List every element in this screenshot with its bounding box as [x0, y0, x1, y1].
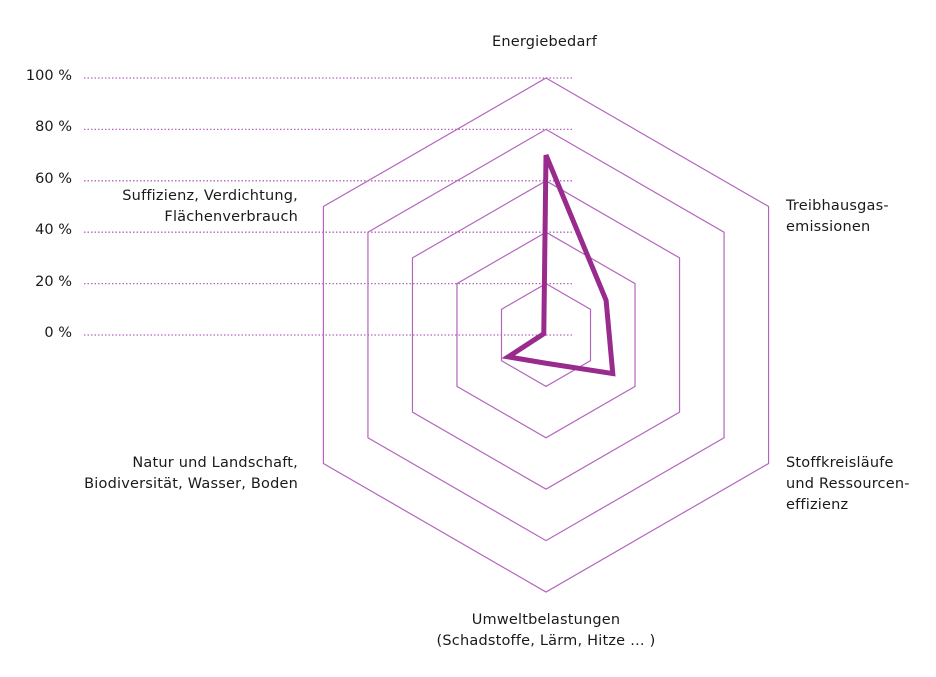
grid-ring-40: [456, 231, 636, 439]
tick-label: 20 %: [35, 273, 72, 290]
tick-label: 0 %: [44, 325, 72, 341]
axis-label: Energiebedarf: [492, 34, 598, 50]
series-polygon: [501, 154, 616, 377]
tick-label: 100 %: [25, 68, 72, 84]
grid-ring-60: [411, 180, 681, 490]
axis-label: Treibhausgas- emissionen: [786, 198, 889, 235]
tick-label: 60 %: [35, 170, 72, 187]
axis-label: Natur und Landschaft, Biodiversität, Was…: [84, 455, 298, 492]
axis-label: Stoffkreisläufe und Ressourcen- effizien…: [786, 455, 910, 513]
grid-ring-20: [500, 282, 592, 388]
grid-ring-100: [322, 77, 770, 593]
axis-label: Suffizienz, Verdichtung, Flächenverbrauc…: [122, 188, 298, 225]
axis-label: Umweltbelastungen (Schadstoffe, Lärm, Hi…: [436, 612, 656, 649]
tick-label: 80 %: [35, 119, 72, 136]
grid-ring-80: [367, 128, 725, 542]
tick-label: 40 %: [35, 222, 72, 239]
